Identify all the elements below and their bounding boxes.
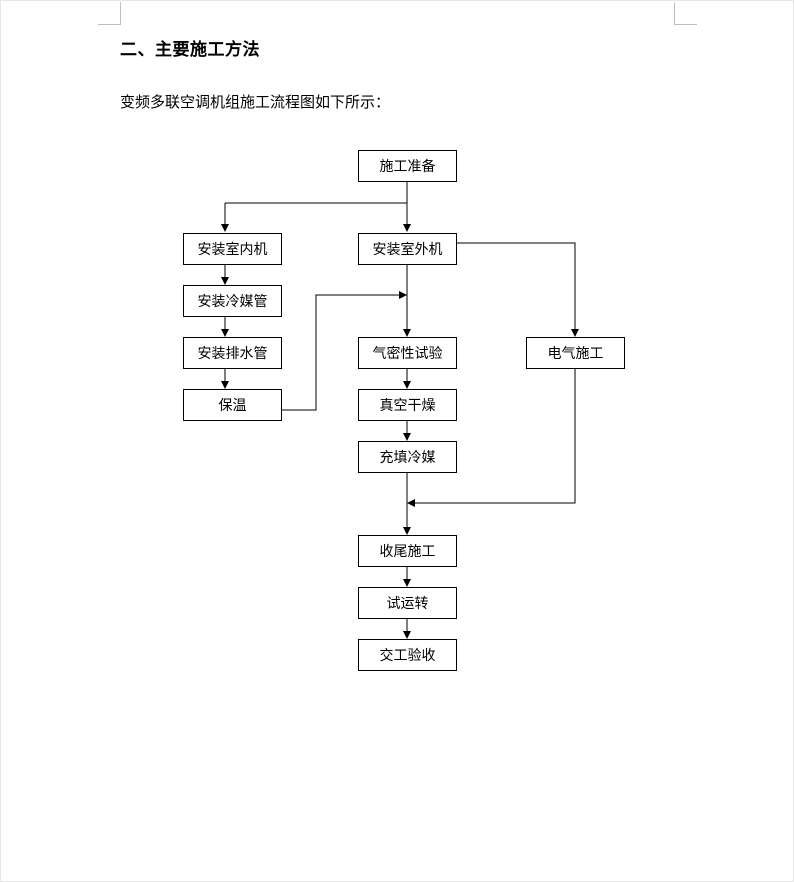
step-install-refrigerant-pipe: 安装冷媒管 xyxy=(183,285,282,317)
arrow-electrical-to-main xyxy=(407,368,576,507)
arrow-insulation-to-main xyxy=(282,291,407,411)
margin-corner-mark xyxy=(98,2,121,25)
intro-paragraph: 变频多联空调机组施工流程图如下所示： xyxy=(120,93,391,111)
step-charge-refrigerant: 充填冷媒 xyxy=(358,441,457,473)
step-trial-run: 试运转 xyxy=(358,587,457,619)
step-construction-prep: 施工准备 xyxy=(358,150,457,182)
step-install-outdoor-unit: 安装室外机 xyxy=(358,233,457,265)
step-vacuum-dry: 真空干燥 xyxy=(358,389,457,421)
arrow-to-electrical xyxy=(456,242,579,337)
step-insulation: 保温 xyxy=(183,389,282,421)
section-heading: 二、主要施工方法 xyxy=(120,40,260,60)
step-electrical-work: 电气施工 xyxy=(526,337,625,369)
step-install-drain-pipe: 安装排水管 xyxy=(183,337,282,369)
step-finishing-work: 收尾施工 xyxy=(358,535,457,567)
margin-corner-mark xyxy=(674,2,697,25)
step-handover-acceptance: 交工验收 xyxy=(358,639,457,671)
step-install-indoor-unit: 安装室内机 xyxy=(183,233,282,265)
step-airtight-test: 气密性试验 xyxy=(358,337,457,369)
